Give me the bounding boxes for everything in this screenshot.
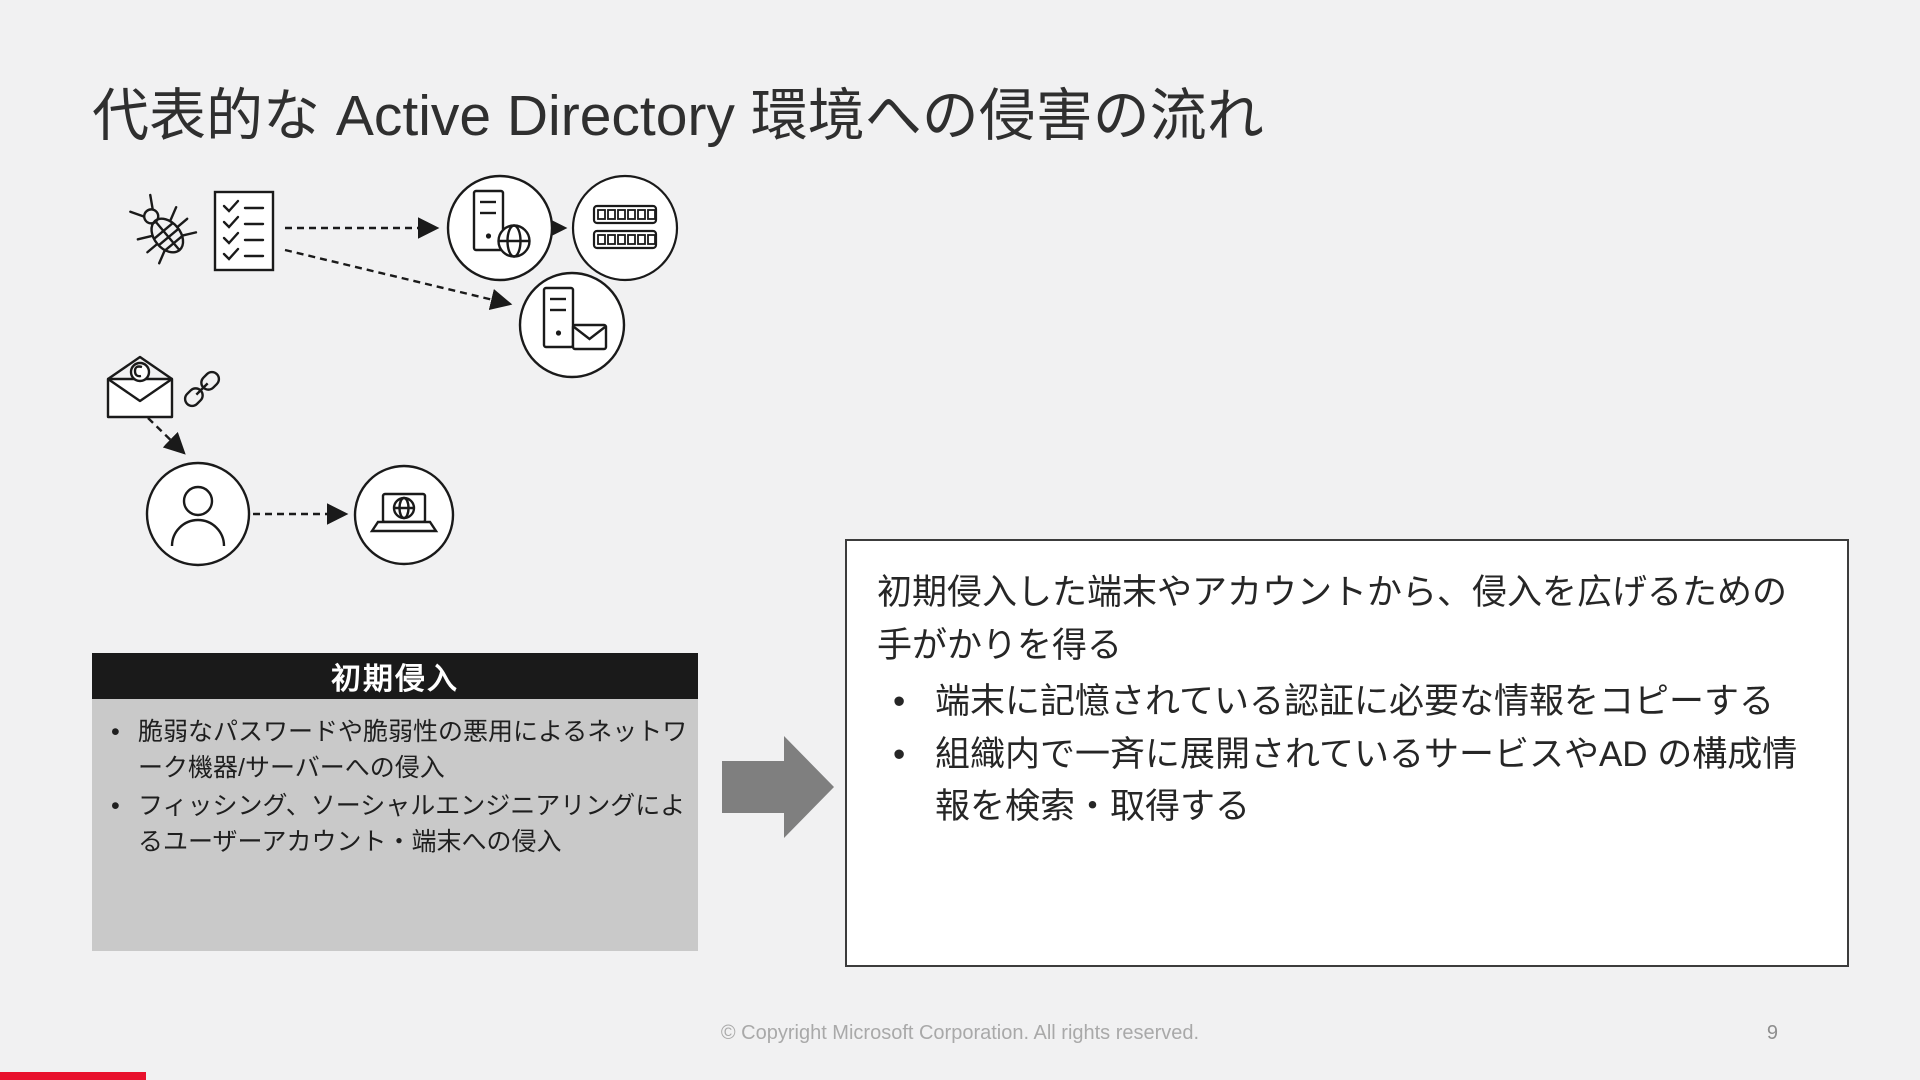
server-globe-icon [446,174,554,282]
initial-intrusion-bullets: 脆弱なパスワードや脆弱性の悪用によるネットワーク機器/サーバーへの侵入 フィッシ… [96,715,690,860]
checklist-icon [213,190,275,272]
bullet-item: 組織内で一斉に展開されているサービスやAD の構成情報を検索・取得する [877,729,1817,834]
flow-arrow [722,736,834,838]
user-icon [145,461,251,567]
copyright-footer: © Copyright Microsoft Corporation. All r… [720,1022,1200,1044]
arrow-scan-to-mail-server [284,248,513,311]
arrow-phish-to-user [147,417,186,455]
bullet-item: 脆弱なパスワードや脆弱性の悪用によるネットワーク機器/サーバーへの侵入 [96,715,690,786]
initial-intrusion-panel: 脆弱なパスワードや脆弱性の悪用によるネットワーク機器/サーバーへの侵入 フィッシ… [92,699,698,951]
bullet-item: フィッシング、ソーシャルエンジニアリングによるユーザーアカウント・端末への侵入 [96,789,690,860]
attack-flow-diagram [106,174,679,567]
lateral-movement-panel: 初期侵入した端末やアカウントから、侵入を広げるための手がかりを得る 端末に記憶さ… [845,539,1849,967]
link-icon [183,370,221,408]
bullet-item: 端末に記憶されている認証に必要な情報をコピーする [877,676,1817,729]
dashed-arrows [147,217,568,525]
laptop-icon [353,464,455,566]
phishing-email-icon [106,355,174,419]
accent-bar [0,1072,146,1080]
panel-intro: 初期侵入した端末やアカウントから、侵入を広げるための手がかりを得る [877,573,1788,665]
server-mail-icon [518,271,626,379]
password-icon [571,174,679,282]
initial-intrusion-header: 初期侵入 [92,653,698,699]
bug-icon [129,193,198,265]
slide-title: 代表的な Active Directory 環境への侵害の流れ [92,84,1264,148]
page-number: 9 [1766,1022,1778,1044]
panel-bullets: 端末に記憶されている認証に必要な情報をコピーする 組織内で一斉に展開されているサ… [877,676,1817,834]
